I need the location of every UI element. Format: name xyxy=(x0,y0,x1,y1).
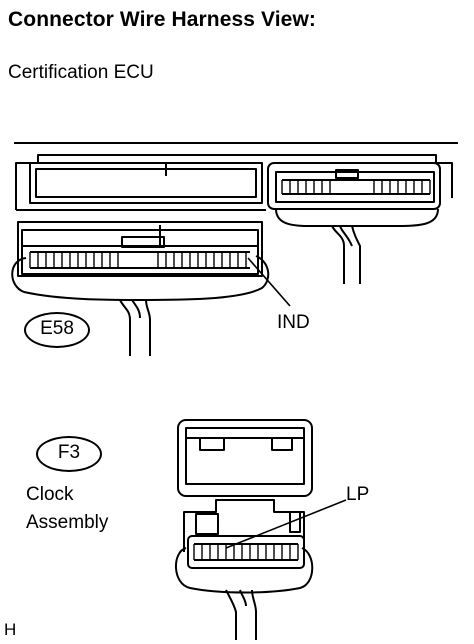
ecu-terminal-label: IND xyxy=(277,312,310,333)
e58-code-ellipse xyxy=(24,312,90,348)
clock-connector-top xyxy=(177,419,313,497)
sheet-mark: H xyxy=(4,620,17,639)
clock-connector-code: F3 xyxy=(57,442,81,463)
f3-code-ellipse xyxy=(36,436,102,472)
ecu-connector-code: E58 xyxy=(40,318,74,339)
clock-name-line2: Assembly xyxy=(26,512,109,533)
ecu-connector-right xyxy=(267,162,441,284)
ecu-connector-e58 xyxy=(11,221,291,356)
page-title: Connector Wire Harness View: xyxy=(8,8,316,31)
component-name: Certification ECU xyxy=(8,62,154,83)
ecu-case xyxy=(15,154,453,211)
clock-connector-f3 xyxy=(174,499,347,640)
clock-terminal-label: LP xyxy=(346,484,370,505)
clock-name-line1: Clock xyxy=(26,484,74,505)
